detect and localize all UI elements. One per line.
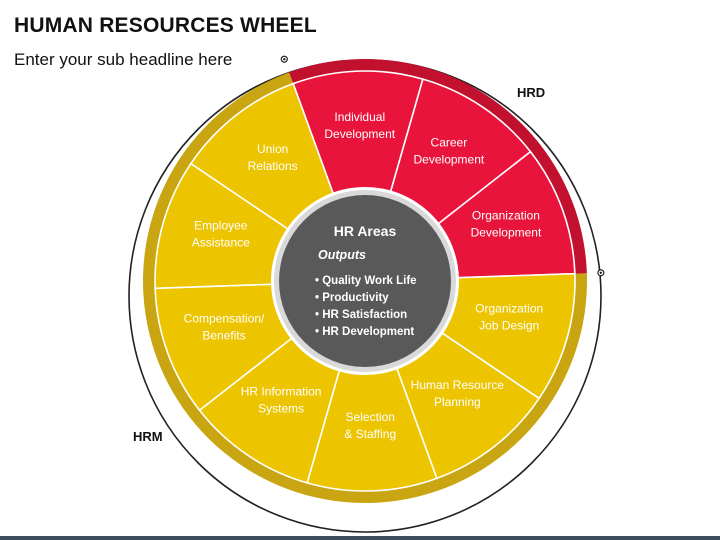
center-item: • Quality Work Life — [315, 275, 417, 287]
center-title: HR Areas — [334, 223, 397, 239]
center-item: • HR Development — [315, 326, 414, 338]
center-item: • HR Satisfaction — [315, 309, 407, 321]
hrm-label: HRM — [133, 429, 163, 444]
segment-label-compensation-benefits: Compensation/Benefits — [184, 311, 265, 342]
hrd-start-marker — [280, 55, 288, 63]
center-subtitle: Outputs — [318, 248, 366, 262]
center-disc — [279, 195, 451, 367]
page-title: HUMAN RESOURCES WHEEL — [14, 14, 317, 37]
segment-label-selection-staffing: Selection& Staffing — [344, 410, 396, 441]
page-subtitle: Enter your sub headline here — [14, 50, 233, 69]
center-item: • Productivity — [315, 292, 389, 304]
bottom-bar — [0, 536, 720, 540]
hrd-label: HRD — [517, 85, 545, 100]
hrd-end-marker — [597, 269, 605, 277]
